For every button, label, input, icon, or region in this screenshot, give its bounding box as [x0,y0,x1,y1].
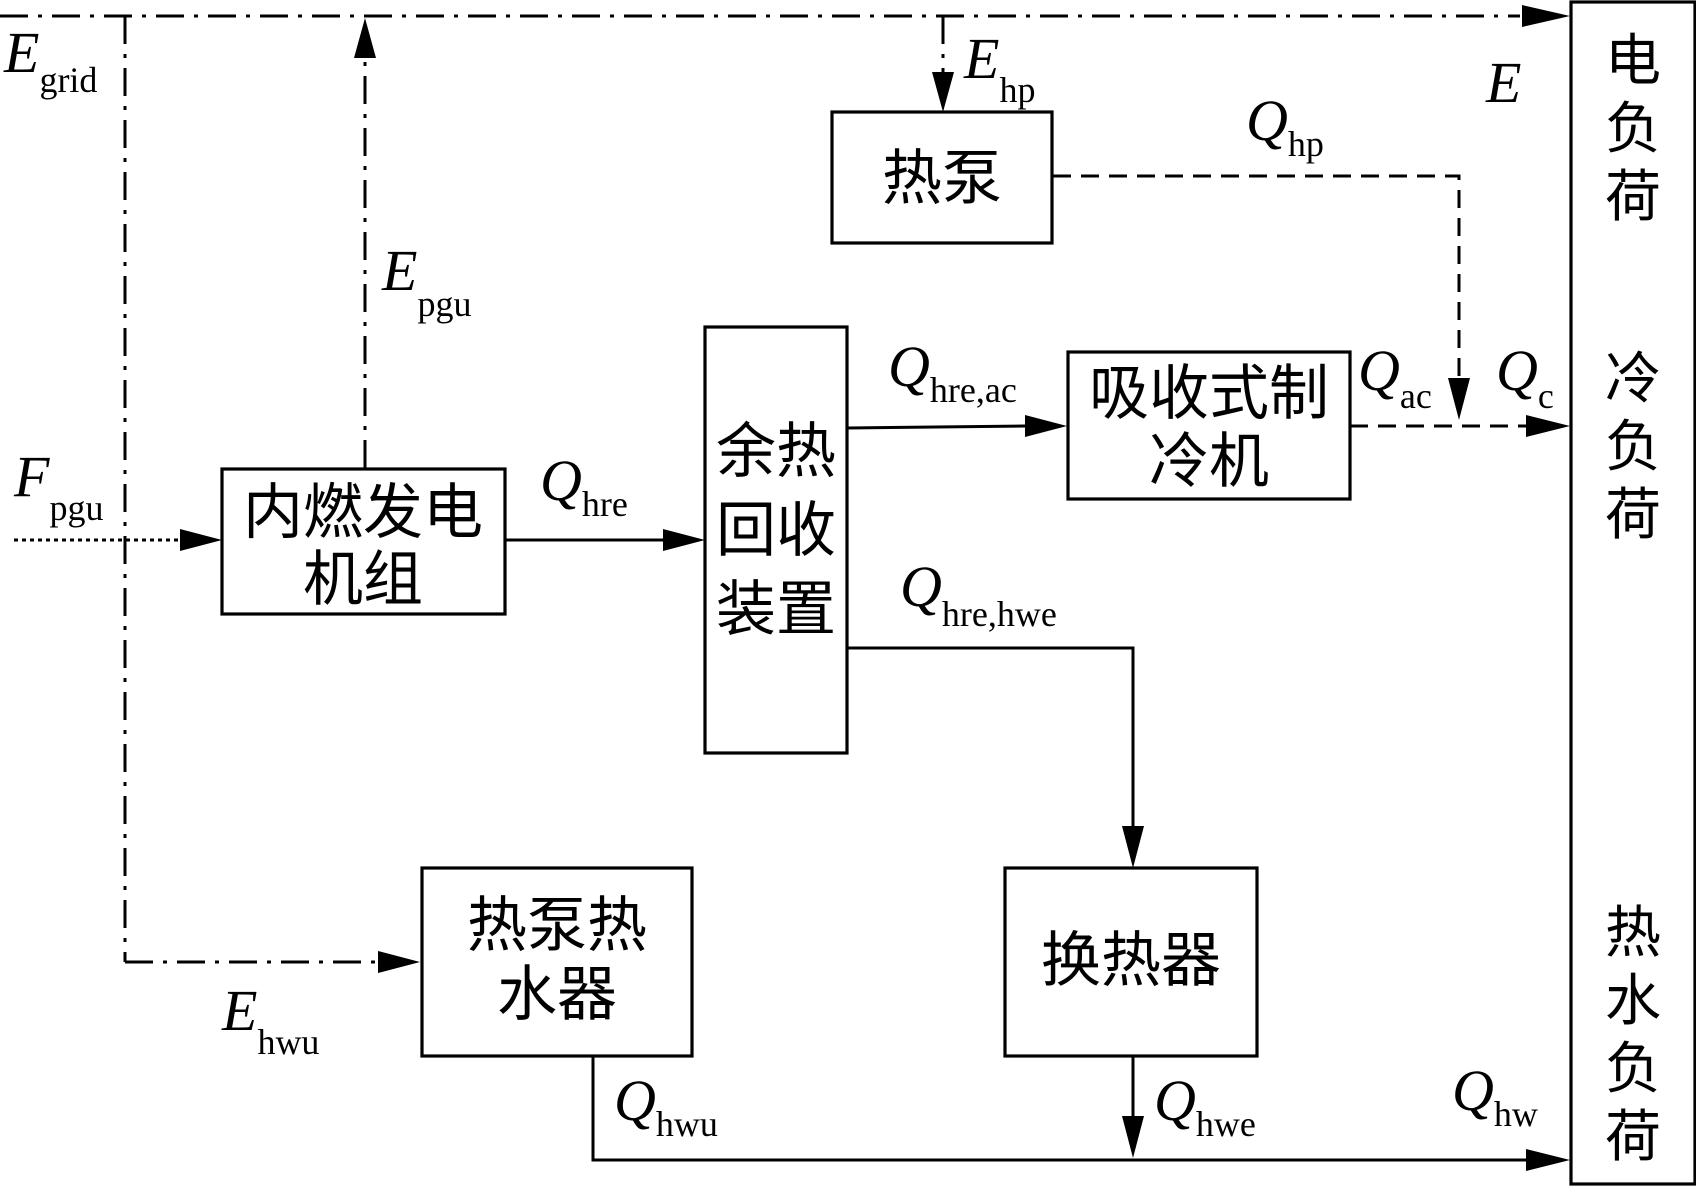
label-e-hwu: Ehwu [221,978,319,1062]
heat-pump-box [830,110,1054,245]
hotwater-load-char4: 荷 [1605,1105,1661,1170]
label-q-hwu: Qhwu [614,1068,718,1144]
qhre-hwe-arrow [1122,826,1144,868]
label-f-pgu: Fpgu [13,444,103,528]
load-panel-box [1569,0,1696,1186]
label-q-hre: Qhre [540,448,628,524]
qhre-ac-arrow [1025,415,1067,437]
absorption-chiller-box [1066,350,1352,501]
hotwater-load-char3: 负 [1605,1037,1661,1102]
qc-arrow [1526,415,1570,437]
ice-generator-box [220,467,507,616]
label-q-hre-ac: Qhre,ac [888,334,1017,410]
qhwu-line [591,1057,1526,1162]
heat-exchanger-box [1003,866,1259,1058]
pgu-electric-arrow [354,18,376,58]
hre-label-line1: 余热 [716,417,836,487]
chiller-label-line2: 冷机 [1149,427,1269,497]
electric-load-char3: 荷 [1605,165,1661,230]
qhp-line [1053,174,1461,380]
hotwater-load-char1: 热 [1605,901,1661,966]
electric-load-arrow [1522,5,1570,27]
hre-label-line3: 装置 [716,575,836,645]
label-e-hp: Ehp [963,26,1035,110]
heat-exchanger-label: 换热器 [1041,926,1221,996]
qhw-arrow [1526,1149,1570,1171]
chiller-label-line1: 吸收式制 [1089,359,1329,429]
qhre-arrow [663,529,705,551]
qhre-hwe-line [848,646,1135,828]
heat-recovery-box [703,325,849,755]
electric-load-char1: 电 [1605,29,1661,94]
hp-water-heater-label-line2: 水器 [497,960,617,1030]
hp-water-heater-label-line1: 热泵热 [467,891,647,961]
fuel-input-arrow [180,529,222,551]
label-e-grid: Egrid [3,20,97,100]
hp-power-arrow [932,72,954,112]
cooling-load-char1: 冷 [1605,347,1661,412]
label-e-pgu: Epgu [381,238,471,324]
label-q-c: Qc [1496,338,1554,416]
cooling-load-char3: 荷 [1605,483,1661,548]
label-q-hp: Qhp [1246,88,1324,164]
label-q-ac: Qac [1358,338,1432,416]
qhp-arrow [1448,378,1470,420]
label-q-hwe: Qhwe [1154,1068,1256,1144]
label-q-hre-hwe: Qhre,hwe [900,554,1057,634]
heat-pump-label: 热泵 [882,144,1002,214]
qhwe-arrow [1122,1116,1144,1158]
hre-label-line2: 回收 [716,496,836,566]
hotwater-load-char2: 水 [1605,969,1661,1034]
label-q-hw: Qhw [1452,1058,1538,1134]
qhre-ac-line [847,424,1026,430]
label-e: E [1485,50,1521,115]
hwu-power-arrow [378,951,420,973]
ice-label-line2: 机组 [303,545,423,615]
electric-load-char2: 负 [1605,97,1661,162]
cooling-load-char2: 负 [1605,415,1661,480]
ice-label-line1: 内燃发电 [243,478,483,548]
hp-water-heater-box [420,866,694,1058]
